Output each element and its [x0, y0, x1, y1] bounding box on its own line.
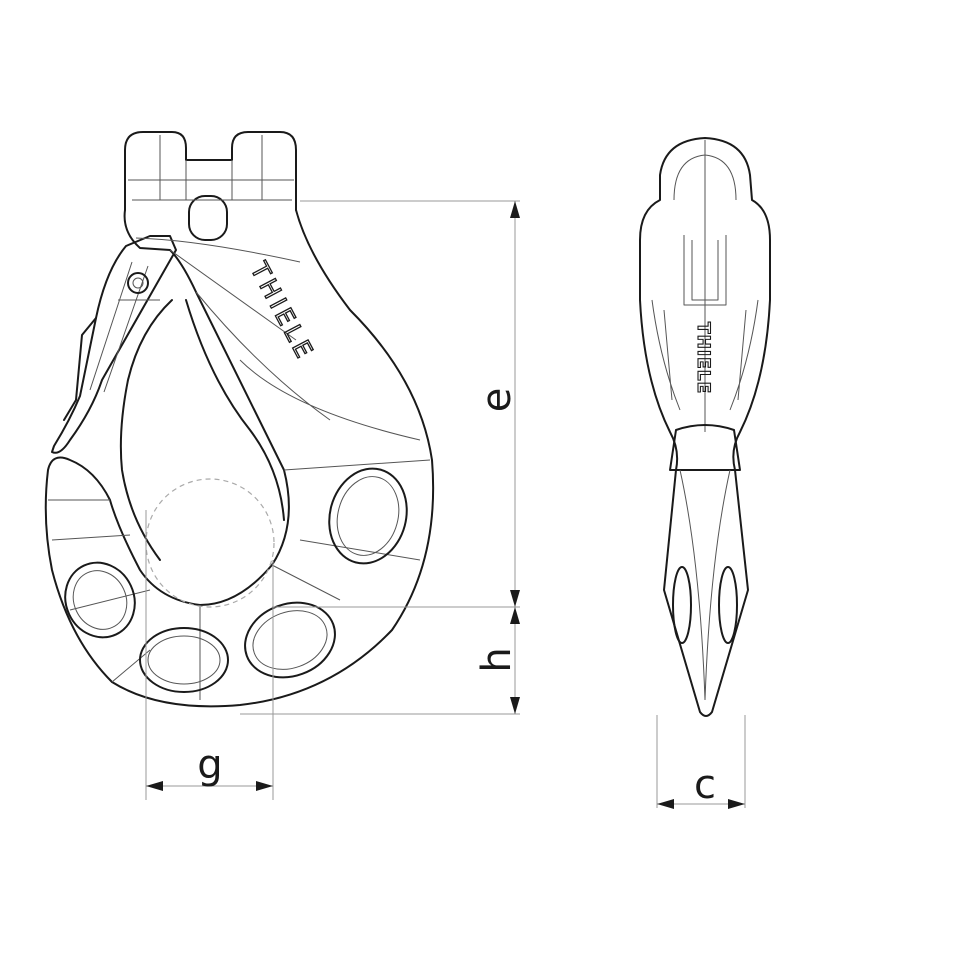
side-outline — [639, 137, 771, 717]
dimension-c: c — [657, 762, 745, 809]
clevis-head — [124, 131, 297, 241]
dimension-h: h — [474, 607, 520, 714]
dimension-label-g: g — [197, 742, 222, 788]
dimension-lines: e h g c — [145, 200, 746, 809]
dimension-g: g — [146, 742, 273, 791]
safety-latch — [51, 235, 177, 454]
brand-engraving-side: THIELE — [693, 322, 713, 394]
hook-body-outline — [44, 209, 435, 708]
dimension-label-c: c — [694, 762, 716, 808]
dimension-e: e — [474, 201, 520, 607]
dimension-label-e: e — [474, 388, 520, 413]
lightening-holes — [64, 467, 408, 693]
dimension-label-h: h — [474, 647, 520, 672]
load-pin-circle — [145, 478, 275, 608]
side-view-hook: THIELE — [639, 137, 771, 717]
front-view-hook: THIELE — [44, 131, 435, 708]
hook-throat — [119, 299, 173, 561]
